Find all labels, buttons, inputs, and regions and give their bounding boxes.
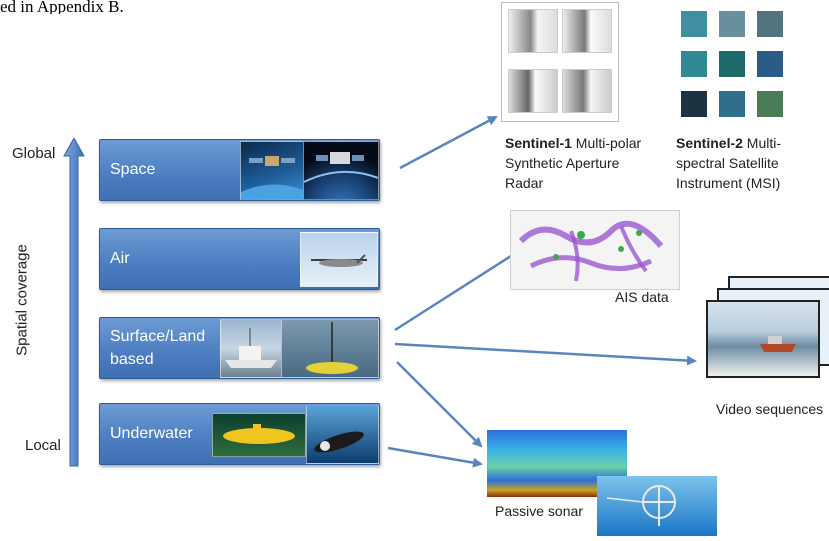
sentinel1-line2: Synthetic Aperture <box>505 155 620 171</box>
sentinel2-bold: Sentinel-2 <box>676 135 743 151</box>
sentinel1-line3: Radar <box>505 175 544 191</box>
satellite-icon <box>240 141 304 200</box>
ais-world-map <box>510 210 680 290</box>
axis-top-label: Global <box>12 145 56 162</box>
sonar-label: Passive sonar <box>495 503 583 519</box>
sentinel1-sar-image-grid <box>501 2 619 122</box>
sentinel1-line1: Multi-polar <box>571 135 642 151</box>
sentinel2-line2: spectral Satellite <box>676 155 779 171</box>
sentinel2-line1: Multi- <box>742 135 782 151</box>
sentinel1-caption: Sentinel-1 Multi-polar Synthetic Apertur… <box>505 133 665 193</box>
buoy-icon <box>281 319 379 378</box>
ship-icon <box>220 319 282 378</box>
arrow-space-to-sentinel <box>399 115 498 170</box>
cropped-caption-text: ed in Appendix B. <box>0 0 124 14</box>
layer-underwater-label: Underwater <box>110 425 193 442</box>
drone-icon <box>300 232 378 287</box>
layer-air: Air <box>99 228 380 290</box>
sentinel2-caption: Sentinel-2 Multi- spectral Satellite Ins… <box>676 133 826 193</box>
hydrophone-icon <box>597 476 717 536</box>
arrow-underwater-to-sonar <box>387 446 483 468</box>
sentinel2-line3: Instrument (MSI) <box>676 175 781 191</box>
layer-space: Space <box>99 139 380 201</box>
layer-surface-label-line1: Surface/Land <box>110 328 206 345</box>
video-frame-front <box>706 300 820 378</box>
sentinel1-bold: Sentinel-1 <box>505 135 572 151</box>
layer-underwater: Underwater <box>99 403 380 465</box>
axis-bottom-label: Local <box>25 437 61 454</box>
auv-icon <box>306 405 379 464</box>
arrow-surface-to-video <box>394 342 697 366</box>
arrow-surface-to-sonar <box>396 361 483 448</box>
sentinel2-msi-image-grid <box>675 7 789 123</box>
ais-label: AIS data <box>615 289 669 305</box>
layer-space-label: Space <box>110 161 156 178</box>
submarine-icon <box>212 413 306 457</box>
earth-orbit-icon <box>303 141 379 200</box>
video-label: Video sequences <box>716 401 824 417</box>
arrow-surface-to-ais <box>394 245 527 332</box>
layer-surface: Surface/Land based <box>99 317 380 379</box>
spatial-coverage-axis-arrow <box>63 138 85 467</box>
layer-surface-label-line2: based <box>110 351 154 368</box>
layer-air-label: Air <box>110 250 130 267</box>
